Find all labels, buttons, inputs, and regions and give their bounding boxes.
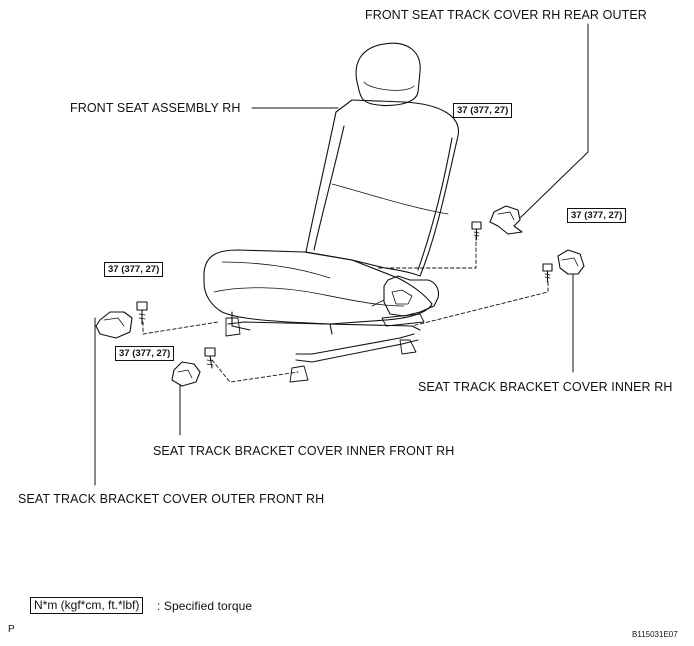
side-shield: [371, 275, 440, 317]
seat-cushion: [203, 249, 433, 335]
label-bracket-cover-outer-front: SEAT TRACK BRACKET COVER OUTER FRONT RH: [18, 492, 325, 506]
torque-box-right: 37 (377, 27): [567, 208, 627, 223]
cover-inner-front: [171, 361, 201, 387]
headrest: [355, 42, 421, 107]
cover-outer-front: [95, 311, 133, 339]
page-letter: P: [8, 624, 15, 635]
bolt-upper-center: [471, 221, 482, 241]
bolt-left: [136, 301, 148, 325]
cover-rear-outer: [489, 205, 523, 235]
torque-box-lower-center: 37 (377, 27): [115, 346, 175, 361]
figure-code: B115031E07: [632, 630, 678, 639]
leader-lines: [94, 23, 589, 486]
label-bracket-cover-inner-front: SEAT TRACK BRACKET COVER INNER FRONT RH: [153, 444, 455, 458]
legend-description: : Specified torque: [157, 599, 253, 613]
bolt-right: [542, 263, 553, 283]
torque-box-left: 37 (377, 27): [104, 262, 164, 277]
legend-units-box: N*m (kgf*cm, ft.*lbf): [30, 597, 144, 614]
bolt-lower-center: [204, 347, 216, 369]
dashed-lines: [142, 235, 549, 383]
seat-back: [305, 99, 459, 277]
label-bracket-cover-inner: SEAT TRACK BRACKET COVER INNER RH: [418, 380, 673, 394]
torque-box-upper-center: 37 (377, 27): [453, 103, 513, 118]
label-front-seat-assembly: FRONT SEAT ASSEMBLY RH: [70, 101, 241, 115]
label-track-cover-rear-outer: FRONT SEAT TRACK COVER RH REAR OUTER: [365, 8, 647, 22]
seat-tracks: [225, 313, 425, 383]
cover-inner: [557, 249, 585, 275]
